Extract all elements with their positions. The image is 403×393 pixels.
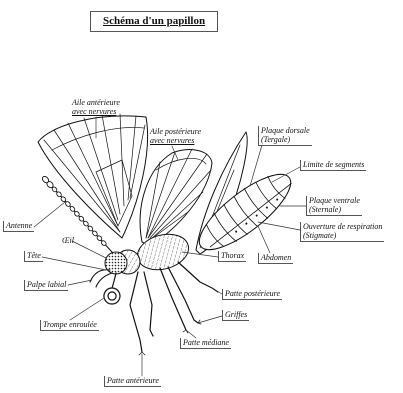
label-line: Antenne: [6, 221, 32, 230]
fore-wing: [38, 114, 148, 238]
label-line: (Stigmate): [303, 231, 382, 240]
label-antenne: Antenne: [3, 221, 34, 232]
label-line: Limite de segments: [303, 160, 364, 169]
leader-griffes: [198, 316, 222, 323]
label-line: Thorax: [221, 251, 244, 260]
label-oeil: Œil: [62, 236, 74, 245]
leader-oeil: [72, 241, 106, 258]
hind-leg: [178, 262, 218, 292]
leader-patte-posterieure: [212, 288, 222, 294]
label-limite-segments: Limite de segments: [300, 160, 366, 171]
compound-eye: [105, 252, 127, 274]
leader-abdomen: [258, 226, 270, 253]
label-line: (Sternale): [309, 205, 360, 214]
label-line: Aile postérieure: [150, 127, 201, 136]
label-line: (Tergale): [261, 135, 310, 144]
label-patte-anterieure: Patte antérieure: [104, 376, 161, 387]
label-line: Palpe labial: [27, 280, 66, 289]
label-line: Abdomen: [261, 253, 291, 262]
label-line: Œil: [62, 236, 74, 245]
label-trompe-enroulee: Trompe enroulée: [40, 320, 99, 331]
labial-palp: [90, 270, 112, 287]
label-patte-posterieure: Patte postérieure: [222, 289, 282, 300]
label-line: Patte antérieure: [107, 376, 159, 385]
label-line: Ouverture de respiration: [303, 222, 382, 231]
leader-trompe: [70, 298, 104, 320]
label-tete: Tête: [24, 251, 43, 262]
leader-palpe: [68, 280, 92, 285]
label-line: avec nervures: [150, 136, 201, 145]
label-plaque-dorsale: Plaque dorsale (Tergale): [258, 126, 312, 146]
coiled-proboscis: [104, 273, 120, 304]
label-aile-posterieure: Aile postérieure avec nervures: [150, 127, 201, 145]
leader-patte-mediane: [186, 330, 196, 338]
label-abdomen: Abdomen: [258, 253, 293, 264]
label-aile-anterieure: Aile antérieure avec nervures: [72, 98, 120, 116]
fore-leg-2: [144, 272, 153, 336]
label-line: Plaque dorsale: [261, 126, 310, 135]
diagram-title: Schéma d'un papillon: [90, 11, 218, 32]
label-line: Griffes: [225, 310, 247, 319]
fore-wing-outline: [38, 116, 148, 238]
label-line: Trompe enroulée: [43, 320, 97, 329]
label-ouverture-respiration: Ouverture de respiration (Stigmate): [300, 222, 384, 242]
label-line: Aile antérieure: [72, 98, 120, 107]
label-patte-mediane: Patte médiane: [180, 338, 231, 349]
label-griffes: Griffes: [222, 310, 249, 321]
label-palpe-labial: Palpe labial: [24, 280, 68, 291]
label-line: Patte postérieure: [225, 289, 280, 298]
label-line: Plaque ventrale: [309, 196, 360, 205]
leader-antenne: [34, 202, 65, 227]
label-thorax: Thorax: [218, 251, 246, 262]
fore-leg: [130, 272, 142, 352]
leader-tete: [42, 257, 106, 270]
label-plaque-ventrale: Plaque ventrale (Sternale): [306, 196, 362, 216]
label-line: avec nervures: [72, 107, 120, 116]
leader-ouverture: [258, 222, 300, 230]
label-line: Patte médiane: [183, 338, 229, 347]
label-line: Tête: [27, 251, 41, 260]
